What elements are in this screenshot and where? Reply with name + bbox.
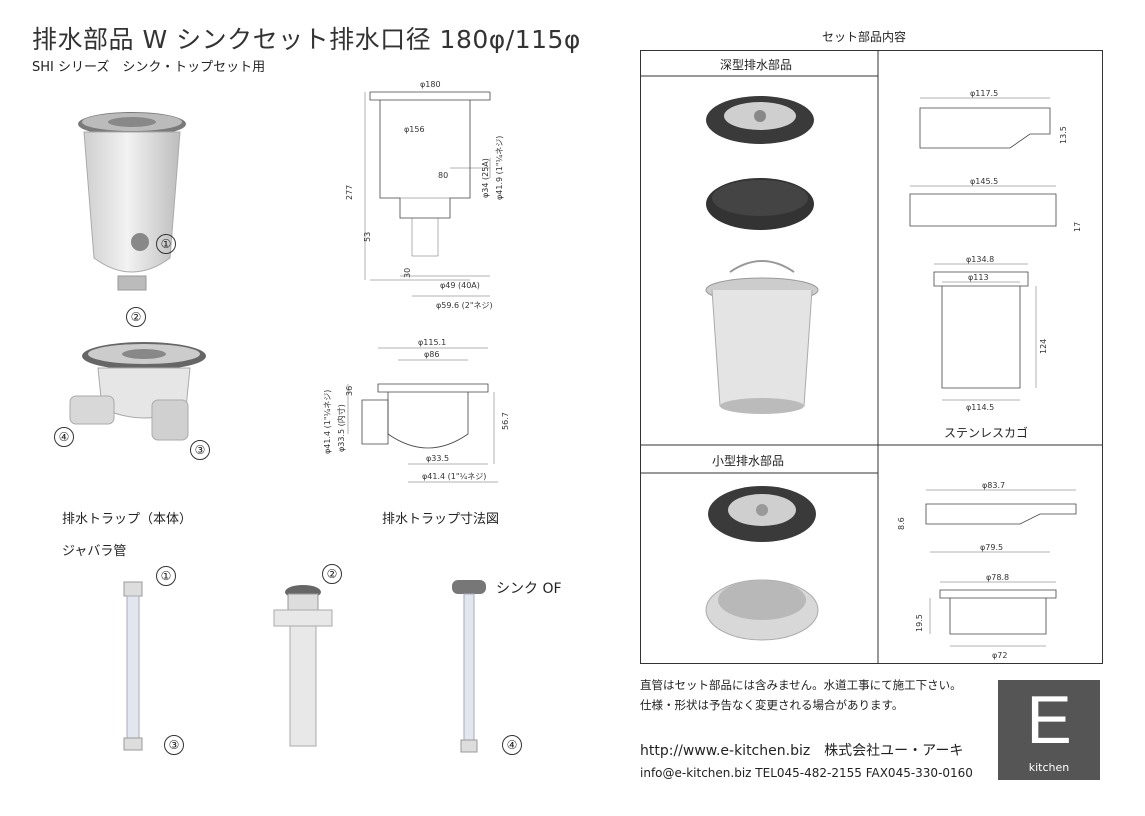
trap-body-label: 排水トラップ（本体） (62, 512, 193, 527)
callout-3-pipe: ③ (164, 735, 184, 755)
dim-19-5: 19.5 (915, 614, 924, 632)
dim-36: 36 (345, 386, 354, 396)
dim-13-5: 13.5 (1059, 126, 1068, 144)
callout-3-trap: ③ (190, 440, 210, 460)
callout-4-trap: ④ (54, 427, 74, 447)
dim-156: φ156 (404, 125, 425, 134)
note-line-1: 直管はセット部品には含みません。水道工事にて施工下さい。 (640, 678, 962, 692)
small-parts-dimension-drawings: φ83.7 8.6 φ79.5 φ78.8 19.5 φ72 (897, 481, 1077, 660)
jabara-pipe-of-image (452, 580, 486, 753)
dim-115-1: φ115.1 (418, 338, 446, 347)
dim-80: 80 (438, 171, 448, 180)
set-parts-title: セット部品内容 (822, 30, 907, 44)
callout-4-pipe: ④ (502, 735, 522, 755)
callout-2-trap: ② (126, 307, 146, 327)
deep-drain-header: 深型排水部品 (720, 58, 793, 72)
small-parts-images (705, 486, 819, 641)
dim-41-9: φ41.9 (1"¼ネジ) (495, 136, 504, 200)
dim-8-6: 8.6 (897, 517, 906, 530)
dim-180: φ180 (420, 80, 441, 89)
set-parts-grid (640, 50, 1103, 664)
basket-label: ステンレスカゴ (944, 426, 1029, 440)
dim-56-7: 56.7 (501, 412, 510, 430)
small-trap-dimension-drawing: φ115.1 φ86 36 φ41.4 (1"¼ネジ) φ33.5 (内寸) 5… (323, 338, 510, 483)
dim-53: 53 (363, 232, 372, 242)
logo-word: kitchen (1028, 761, 1070, 774)
dim-41-4a: φ41.4 (1"¼ネジ) (323, 390, 332, 454)
drain-trap-body-image (78, 112, 186, 291)
callout-1-trap: ① (156, 234, 176, 254)
jabara-pipe-1-image (123, 581, 143, 751)
e-kitchen-logo: E kitchen (998, 680, 1100, 780)
dim-49: φ49 (40A) (440, 281, 480, 290)
page-subtitle: SHI シリーズ シンク・トップセット用 (32, 60, 266, 75)
logo-letter: E (1026, 682, 1072, 758)
trap-dimension-label: 排水トラップ寸法図 (382, 512, 500, 527)
callout-1-pipe: ① (156, 566, 176, 586)
deep-parts-dimension-drawings: φ117.5 13.5 φ145.5 17 φ134.8 φ113 124 φ1… (909, 89, 1082, 412)
company-url[interactable]: http://www.e-kitchen.biz 株式会社ユー・アーキ (640, 743, 964, 759)
dim-79-5: φ79.5 (980, 543, 1003, 552)
dim-33-5a: φ33.5 (内寸) (336, 404, 346, 452)
note-line-2: 仕様・形状は予告なく変更される場合があります。 (640, 698, 904, 712)
dim-30: 30 (403, 268, 412, 278)
jabara-pipe-label: ジャバラ管 (62, 544, 127, 559)
dim-114-5: φ114.5 (966, 403, 994, 412)
dim-83-7: φ83.7 (982, 481, 1005, 490)
stainless-basket-image (705, 260, 819, 414)
sink-of-label: シンク OF (496, 581, 562, 597)
dim-113: φ113 (968, 273, 989, 282)
large-trap-dimension-drawing: φ180 φ156 277 80 53 30 φ34 (25A) φ41.9 (… (345, 80, 504, 310)
page-title: 排水部品 W シンクセット排水口径 180φ/115φ (32, 25, 581, 54)
dim-41-4b: φ41.4 (1"¼ネジ) (422, 472, 486, 481)
dim-34: φ34 (25A) (481, 158, 490, 198)
deep-parts-images (706, 96, 814, 230)
dim-145-5: φ145.5 (970, 177, 998, 186)
callout-2-pipe: ② (322, 564, 342, 584)
dim-277: 277 (345, 185, 354, 200)
drain-trap-elbow-image (69, 342, 206, 441)
dim-86: φ86 (424, 350, 439, 359)
jabara-pipe-2-image (273, 585, 333, 747)
contact-info: info@e-kitchen.biz TEL045-482-2155 FAX04… (640, 766, 973, 780)
dim-78-8: φ78.8 (986, 573, 1009, 582)
dim-134-8: φ134.8 (966, 255, 994, 264)
dim-117-5: φ117.5 (970, 89, 998, 98)
small-drain-header: 小型排水部品 (712, 454, 785, 468)
dim-124: 124 (1039, 339, 1048, 354)
dim-72: φ72 (992, 651, 1007, 660)
dim-33-5b: φ33.5 (426, 454, 449, 463)
dim-59-6: φ59.6 (2"ネジ) (436, 301, 493, 310)
dim-17: 17 (1073, 222, 1082, 232)
